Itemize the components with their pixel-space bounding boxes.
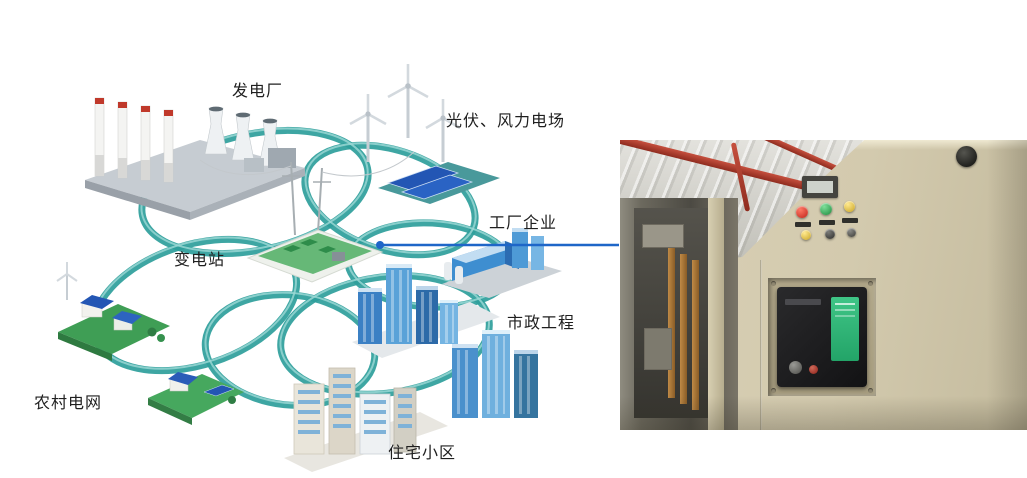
selector-switch <box>825 229 835 239</box>
cabinet-component <box>642 224 684 248</box>
plant-building <box>268 148 296 168</box>
meter-screen <box>807 181 833 193</box>
open-cabinet-section <box>620 198 738 430</box>
relay-recess-panel <box>768 278 876 396</box>
protection-relay <box>777 287 867 387</box>
photo-shadow <box>620 396 1027 430</box>
label-factory: 工厂企业 <box>489 213 558 232</box>
plant-building <box>244 158 264 172</box>
cabinet-frame-post <box>708 198 724 430</box>
cooling-tower <box>204 106 282 167</box>
label-solar-wind: 光伏、风力电场 <box>446 111 566 130</box>
cabinet-component <box>644 328 672 370</box>
power-plant-illustration <box>85 97 305 220</box>
photo-shadow <box>987 140 1027 430</box>
label-plate <box>842 218 858 223</box>
relay-nameplate <box>785 299 821 305</box>
indicator-green-button <box>820 203 832 215</box>
panel-screw <box>771 388 776 393</box>
solar-wind-illustration <box>349 64 500 204</box>
label-plate <box>795 222 811 227</box>
indicator-red-button <box>796 206 808 218</box>
switchgear-cabinet-photo <box>620 140 1027 430</box>
wind-turbine-blades <box>349 64 461 130</box>
panel-meter-display <box>802 176 838 198</box>
solar-panel <box>400 174 474 200</box>
copper-busbar <box>692 260 699 410</box>
relay-green-display <box>831 297 859 361</box>
door-knob <box>956 146 977 167</box>
grid-network-diagram <box>56 64 619 472</box>
municipal-illustration <box>352 264 538 418</box>
photo-connector <box>376 241 619 249</box>
indicator-yellow-lamp <box>801 230 811 240</box>
residential-illustration <box>284 367 448 472</box>
indicator-yellow-lamp <box>844 201 855 212</box>
panel-screw <box>868 281 873 286</box>
label-power-plant: 发电厂 <box>232 81 284 100</box>
relay-button <box>789 361 802 374</box>
rural-illustration <box>56 262 244 425</box>
cabinet-interior <box>634 208 708 418</box>
copper-busbar <box>668 248 675 398</box>
solar-panel <box>386 165 460 191</box>
wind-turbine <box>366 86 445 162</box>
factory-illustration <box>442 228 562 298</box>
relay-button <box>809 365 818 374</box>
label-residential: 住宅小区 <box>388 443 457 462</box>
label-substation: 变电站 <box>174 250 226 269</box>
label-plate <box>819 220 835 225</box>
door-seam <box>760 260 762 430</box>
selector-switch <box>847 228 856 237</box>
label-municipal: 市政工程 <box>507 313 576 332</box>
panel-screw <box>771 281 776 286</box>
chimney <box>94 97 174 183</box>
label-rural: 农村电网 <box>34 393 103 412</box>
substation-illustration <box>199 151 415 283</box>
copper-busbar <box>680 254 687 404</box>
panel-screw <box>868 388 873 393</box>
cabinet-top-edge <box>738 140 1027 150</box>
